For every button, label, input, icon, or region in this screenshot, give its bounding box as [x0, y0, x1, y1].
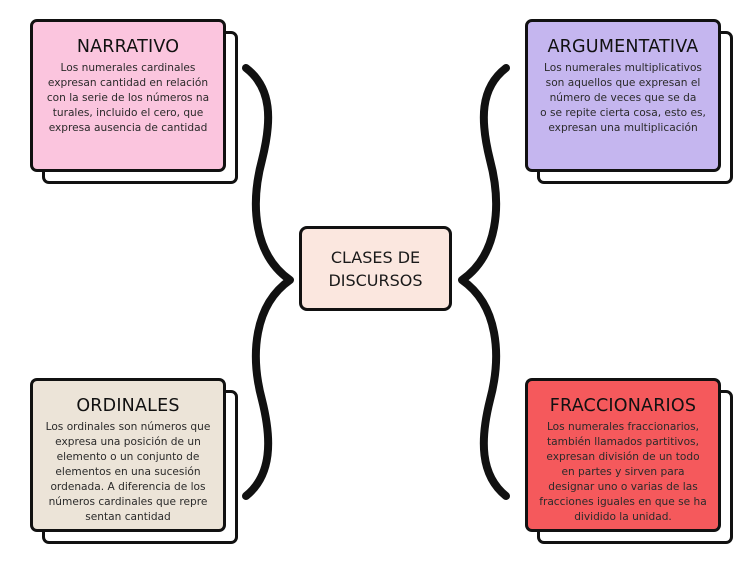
card-narrativo-body: Los numerales cardinales expresan cantid…	[46, 62, 210, 134]
card-argumentativa-face: ARGUMENTATIVA Los numerales multiplicati…	[525, 19, 721, 172]
left-brace	[242, 64, 294, 500]
card-narrativo-title: NARRATIVO	[76, 37, 180, 57]
card-ordinales-body: Los ordinales son números que expresa un…	[45, 421, 211, 523]
card-ordinales-title: ORDINALES	[76, 396, 180, 416]
card-argumentativa-title: ARGUMENTATIVA	[547, 37, 699, 57]
card-narrativo: NARRATIVO Los numerales cardinales expre…	[30, 19, 238, 184]
card-fraccionarios-title: FRACCIONARIOS	[549, 396, 697, 416]
center-node: CLASES DE DISCURSOS	[299, 226, 452, 311]
right-brace	[458, 64, 510, 500]
card-ordinales: ORDINALES Los ordinales son números que …	[30, 378, 238, 544]
center-node-title: CLASES DE DISCURSOS	[328, 247, 423, 290]
card-argumentativa-body: Los numerales multiplicativos son aquell…	[540, 62, 706, 134]
card-fraccionarios-body: Los numerales fraccionarios, también lla…	[539, 421, 707, 523]
card-narrativo-face: NARRATIVO Los numerales cardinales expre…	[30, 19, 226, 172]
card-fraccionarios: FRACCIONARIOS Los numerales fraccionario…	[525, 378, 733, 544]
card-ordinales-face: ORDINALES Los ordinales son números que …	[30, 378, 226, 532]
card-fraccionarios-face: FRACCIONARIOS Los numerales fraccionario…	[525, 378, 721, 532]
card-argumentativa: ARGUMENTATIVA Los numerales multiplicati…	[525, 19, 733, 184]
